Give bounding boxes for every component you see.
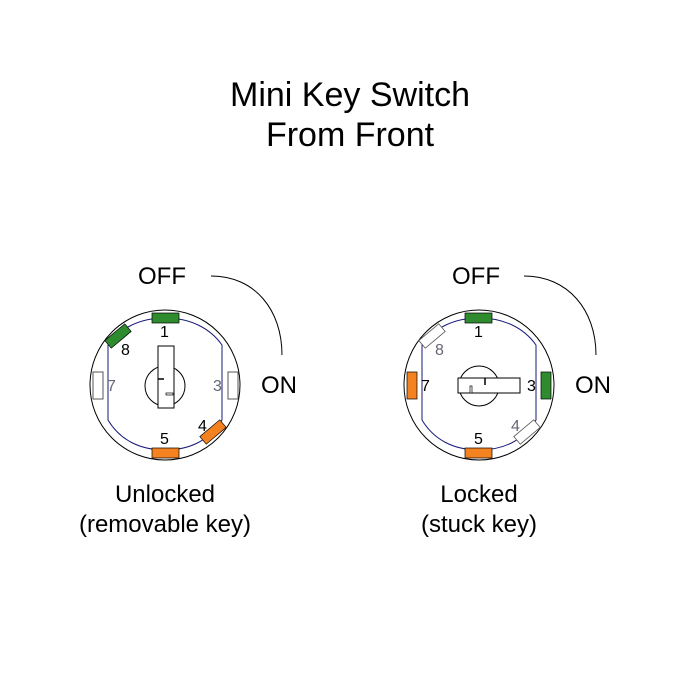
key-blade	[457, 377, 521, 394]
caption-unlocked-line2: (removable key)	[78, 511, 252, 538]
pin-4-label: 4	[511, 418, 520, 435]
on-label: ON	[261, 372, 297, 399]
diagram-title-line1: Mini Key Switch	[230, 76, 470, 114]
pin-8-label: 8	[435, 342, 444, 359]
pin-5-pad	[464, 447, 493, 459]
pin-4-pad	[513, 419, 541, 445]
on-label: ON	[575, 372, 611, 399]
off-label: OFF	[452, 263, 500, 290]
caption-locked-line2: (stuck key)	[420, 511, 537, 538]
pin-5-pad	[151, 447, 180, 459]
switch-locked: OFF ON 1 8 7 3 4 5	[403, 263, 611, 461]
inner-track	[107, 317, 223, 451]
pin-5-label: 5	[160, 431, 169, 448]
pin-4-pad	[199, 419, 227, 445]
pin-7-pad	[406, 371, 418, 400]
key-slot	[165, 392, 174, 396]
pin-5-label: 5	[474, 431, 483, 448]
rotation-arc	[210, 275, 283, 356]
pin-3-pad	[227, 371, 239, 400]
pin-8-pad	[104, 323, 132, 349]
key-slot	[469, 385, 473, 394]
inner-track	[421, 317, 537, 451]
caption-locked: Locked (stuck key)	[349, 480, 609, 540]
caption-unlocked: Unlocked (removable key)	[35, 480, 295, 540]
outer-ring	[403, 309, 555, 461]
pin-7-label: 7	[421, 378, 430, 395]
pin-8-pad	[418, 323, 446, 349]
pin-1-pad	[151, 312, 180, 324]
pin-1-pad	[464, 312, 493, 324]
pin-1-label: 1	[474, 324, 483, 341]
pin-3-pad	[540, 371, 552, 400]
switch-unlocked: OFF ON 1 8 7 3 4 5	[89, 263, 297, 461]
pin-7-pad	[92, 371, 104, 400]
diagram-title-line2: From Front	[265, 116, 435, 154]
off-label: OFF	[138, 263, 186, 290]
rotation-arc	[523, 275, 597, 356]
caption-unlocked-line1: Unlocked	[114, 481, 216, 508]
pin-4-label: 4	[198, 418, 207, 435]
key-blade	[157, 345, 175, 409]
pin-3-label: 3	[213, 378, 222, 395]
pin-1-label: 1	[160, 324, 169, 341]
outer-ring	[89, 309, 241, 461]
pin-7-label: 7	[107, 378, 116, 395]
pin-8-label: 8	[121, 342, 130, 359]
caption-locked-line1: Locked	[440, 481, 518, 508]
pin-3-label: 3	[527, 378, 536, 395]
